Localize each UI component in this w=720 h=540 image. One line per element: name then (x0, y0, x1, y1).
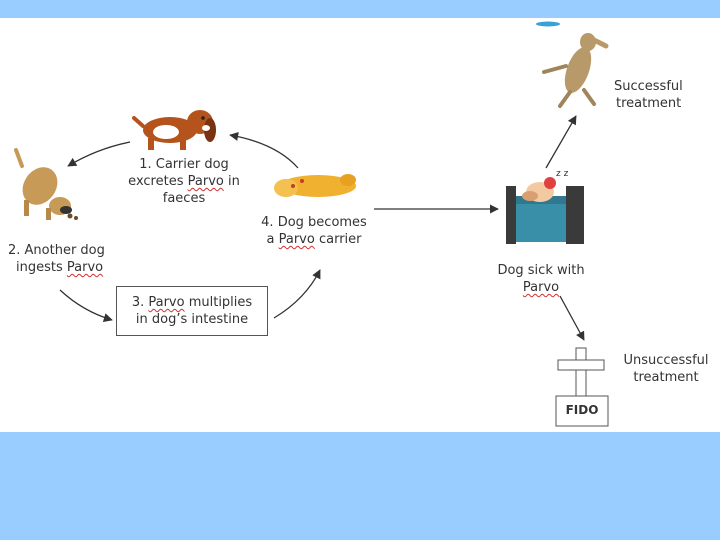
lying-dog-illustration (274, 174, 356, 197)
bottom-band (0, 432, 720, 540)
step1-line2: excretes Parvo in (124, 173, 244, 190)
svg-text:z z: z z (556, 169, 569, 179)
step3-box (116, 286, 268, 336)
arrow-step3-to-step4 (273, 269, 321, 319)
tombstone-name: FIDO (565, 403, 599, 417)
step4-parvo: Parvo (278, 232, 315, 247)
step4-line2-b: carrier (314, 232, 362, 247)
step3-parvo: Parvo (148, 295, 185, 310)
step1-parvo: Parvo (187, 174, 224, 189)
step1-line3: faeces (162, 191, 206, 206)
step3-label: 3. Parvo multiplies in dog’s intestine (116, 294, 268, 328)
failure-line2: treatment (633, 370, 699, 385)
step4-label: 4. Dog becomes a Parvo carrier (254, 214, 374, 248)
sick-parvo: Parvo (522, 280, 560, 295)
carrier-dog-illustration (132, 110, 216, 150)
success-label: Successful treatment (614, 78, 714, 112)
jumping-dog-illustration (536, 21, 609, 108)
step3-line1: 3. Parvo multiplies (116, 294, 268, 311)
step2-line2: ingests Parvo (8, 259, 128, 276)
step3-line1-a: 3. (131, 295, 149, 310)
ingesting-dog-illustration (14, 148, 78, 220)
step2-label: 2. Another dog ingests Parvo (8, 242, 128, 276)
sick-line1: Dog sick with (497, 263, 585, 278)
step2-line2-a: ingests (16, 260, 67, 275)
step2-parvo: Parvo (66, 260, 104, 275)
step4-line2: a Parvo carrier (254, 231, 374, 248)
step3-line2: in dog’s intestine (135, 312, 249, 327)
failure-line1: Unsuccessful (623, 353, 709, 368)
arrow-step1-to-step2 (67, 141, 131, 167)
arrow-to-failure (559, 295, 585, 341)
step4-line2-a: a (266, 232, 279, 247)
arrow-to-success (545, 115, 577, 169)
sick-dog-illustration: z z (506, 169, 584, 244)
step4-line1: 4. Dog becomes (261, 215, 367, 230)
sick-line2: Parvo (486, 279, 596, 296)
success-line2: treatment (616, 96, 682, 111)
failure-label: Unsuccessful treatment (616, 352, 716, 386)
step1-line2-a: excretes (128, 174, 188, 189)
tombstone-illustration (555, 347, 609, 427)
step1-line1: 1. Carrier dog (139, 157, 229, 172)
sick-dog-label: Dog sick with Parvo (486, 262, 596, 296)
success-line1: Successful (614, 79, 683, 94)
arrow-step4-to-step1 (229, 131, 299, 169)
step3-line1-b: multiplies (184, 295, 253, 310)
arrow-step2-to-step3 (59, 289, 113, 323)
step2-line1: 2. Another dog (8, 243, 105, 258)
step1-line2-b: in (223, 174, 240, 189)
step1-label: 1. Carrier dog excretes Parvo in faeces (124, 156, 244, 207)
